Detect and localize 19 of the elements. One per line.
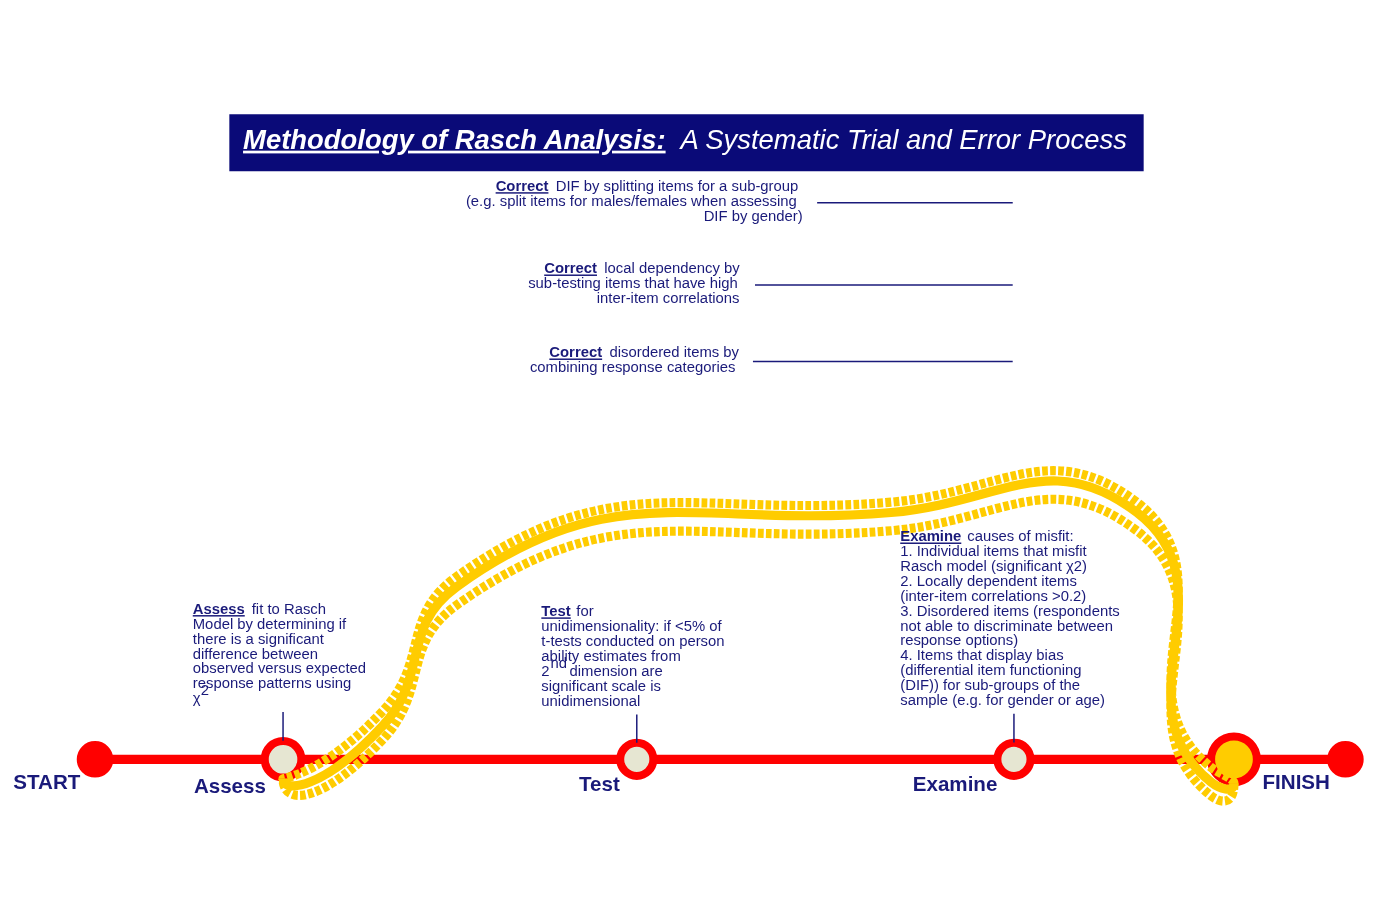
node-label: START [13,769,81,793]
node-label: Examine [912,771,998,795]
connector [109,754,265,764]
connector [636,713,638,743]
node-circle [1207,731,1261,786]
connector [754,283,1014,286]
node-text: Correct DIF by splitting items for a sub-group (e.g. split items for males/females when assessing DIF by gender) [465,177,803,224]
node-text: Examine causes of misfit: 1. Individual items that misfit Rasch model (significant χ2) 2. Locally dependent items (inter-item correlations >0.2) 3. Disordered items (respondents not able to discriminate between response options) 4. Items that display bias (differential item functioning (DIF)) for sub-groups of the sample (e.g. for gender or age) [900,527,1120,708]
connector [282,710,284,741]
node-label: Test [579,771,620,795]
connector [816,201,1014,203]
node-text: Correct disordered items by combining response categories [529,343,740,375]
node-circle [1327,740,1364,778]
node-text: Correct local dependency by sub-testing items that have high inter-item correlations [528,259,740,306]
connector [1013,712,1015,743]
connector [752,360,1014,362]
node-label: FINISH [1262,769,1330,793]
diagram-title: Methodology of Rasch Analysis: A Systematic Trial and Error Process [243,123,1127,155]
node-label: Assess [193,773,266,797]
